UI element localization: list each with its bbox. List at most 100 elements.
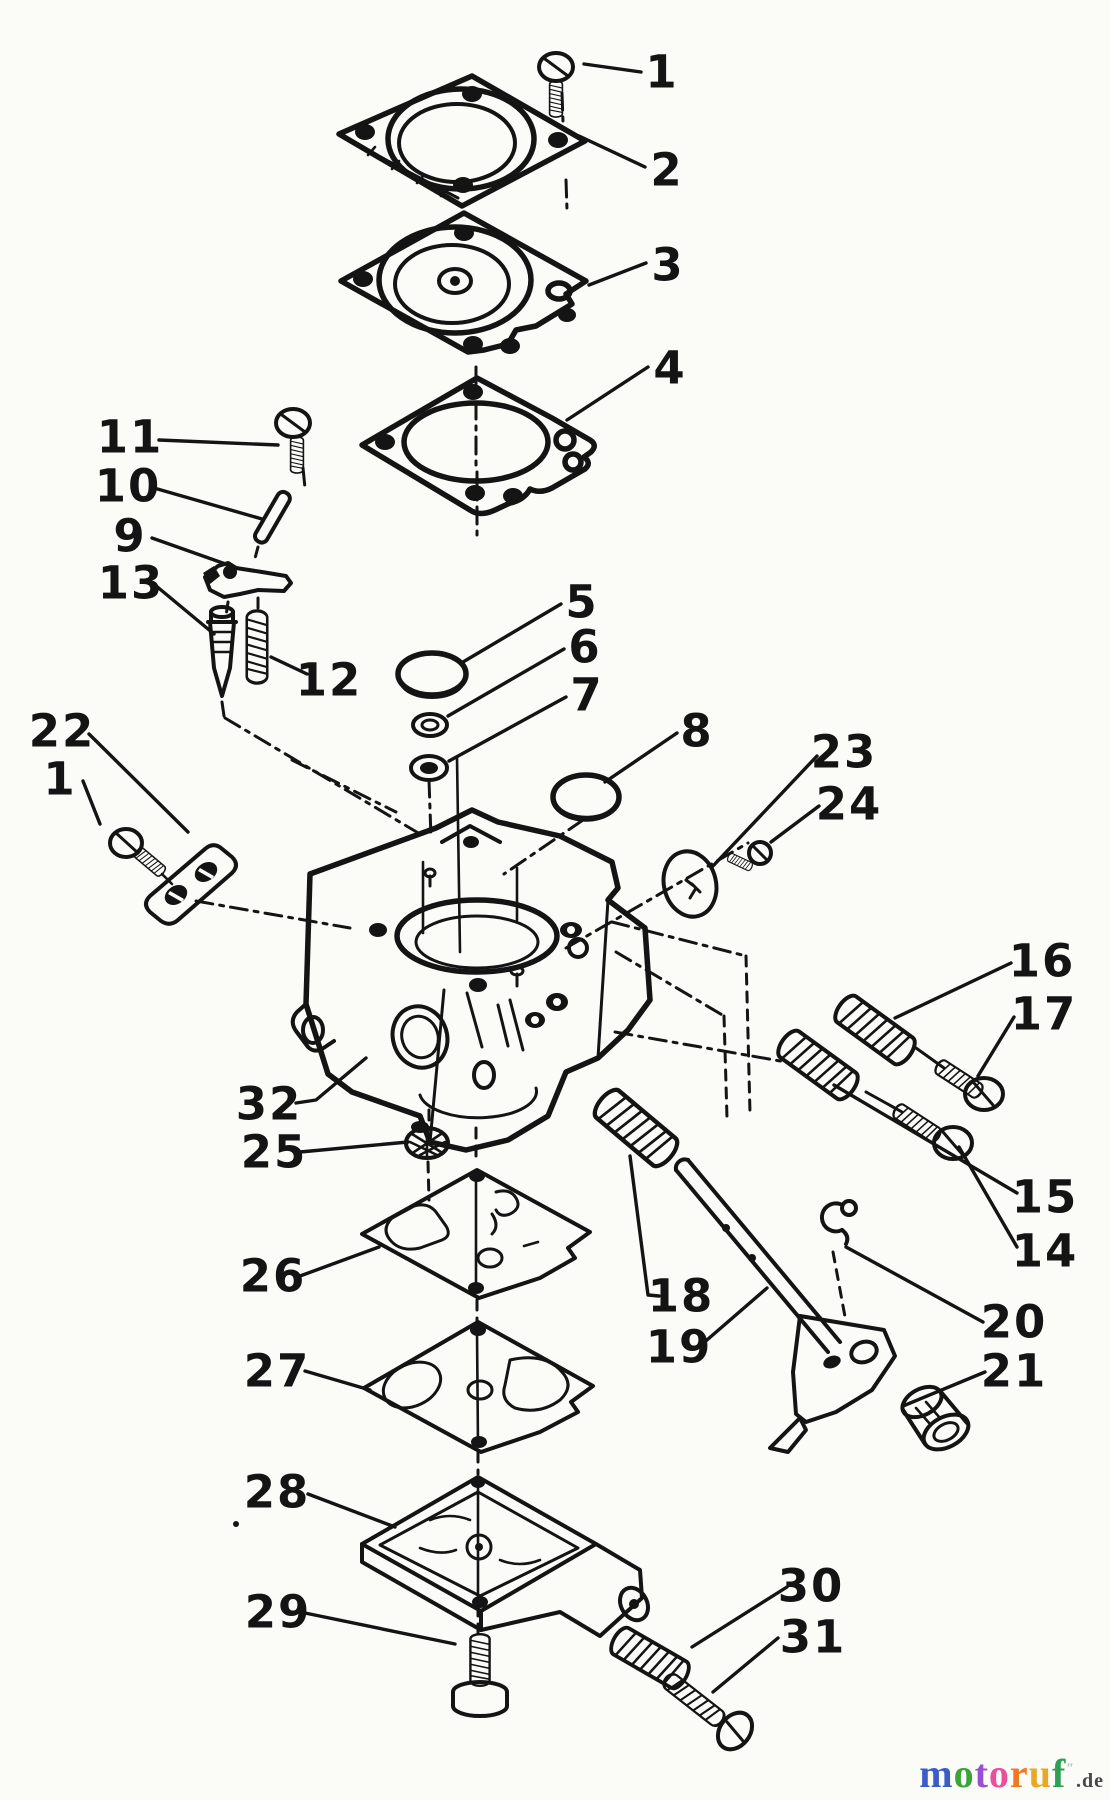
callout-leader-2-1: [577, 134, 647, 169]
part-11-screw: [274, 407, 312, 474]
callout-label-14-13: 14: [1012, 1225, 1079, 1278]
part-20-clip: [819, 1199, 858, 1246]
callout-leader-4-3: [565, 365, 650, 422]
part-14-adjust-screw: [864, 1090, 974, 1161]
callout-leader-23-22: [711, 754, 819, 868]
callout-label-24-23: 24: [816, 778, 883, 831]
callout-leader-7-6: [447, 695, 568, 763]
watermark-motoruf: motoruf″.de: [919, 1754, 1104, 1794]
callout-label-1-0: 1: [645, 46, 678, 99]
callout-leader-28-27: [306, 1492, 397, 1529]
speck: [233, 1521, 239, 1527]
callout-leader-18-17: [628, 1154, 661, 1298]
watermark-letter: m: [919, 1751, 954, 1796]
callout-leader-27-26: [303, 1369, 372, 1392]
callout-label-21-20: 21: [981, 1345, 1048, 1398]
callout-label-8-7: 8: [680, 705, 713, 758]
callout-label-30-29: 30: [778, 1560, 845, 1613]
callout-leader-1-32: [81, 779, 102, 826]
callout-label-10-9: 10: [95, 460, 162, 513]
part-28-pump-body: [360, 1475, 650, 1638]
part-15-spring: [774, 1027, 862, 1103]
callout-label-9-8: 9: [113, 510, 146, 563]
part-13-inlet-needle: [206, 605, 238, 698]
callout-label-11-10: 11: [97, 411, 164, 464]
callout-leader-1-0: [582, 62, 643, 74]
callout-label-6-5: 6: [568, 621, 601, 674]
callout-leader-6-5: [446, 647, 566, 718]
part-12-metering-spring: [245, 609, 269, 685]
callout-leader-12-11: [269, 655, 309, 676]
callout-leader-29-28: [303, 1611, 457, 1646]
callout-leader-9-8: [150, 536, 236, 569]
watermark-letter: r: [1009, 1751, 1029, 1796]
callout-label-31-30: 31: [780, 1611, 847, 1664]
callout-leader-25-24: [298, 1140, 410, 1154]
callout-label-13-12: 13: [98, 557, 165, 610]
callout-label-2-1: 2: [650, 144, 683, 197]
watermark-letter: o: [953, 1751, 975, 1796]
part-29-pump-screw: [451, 1632, 509, 1718]
callout-label-16-15: 16: [1009, 935, 1076, 988]
callout-leader-16-15: [893, 961, 1013, 1020]
callout-leader-11-10: [157, 438, 280, 447]
part-4-gasket: [359, 375, 597, 517]
callout-label-18-17: 18: [648, 1270, 715, 1323]
callout-leader-31-30: [711, 1636, 780, 1694]
part-2-cover-plate: [336, 73, 588, 209]
watermark-letter: u: [1028, 1751, 1052, 1796]
callout-label-19-18: 19: [646, 1321, 713, 1374]
callout-label-23-22: 23: [811, 726, 878, 779]
callout-label-28-27: 28: [244, 1466, 311, 1519]
callout-leader-17-16: [976, 1015, 1016, 1078]
watermark-tick: ″: [1066, 1761, 1075, 1777]
callout-leader-24-23: [769, 804, 821, 844]
callout-label-15-14: 15: [1012, 1171, 1079, 1224]
part-32-carburetor-body: [290, 807, 653, 1153]
callout-label-25-24: 25: [241, 1126, 308, 1179]
part-16-spring: [831, 992, 919, 1068]
callout-label-27-26: 27: [244, 1345, 311, 1398]
callout-leader-26-25: [298, 1245, 381, 1278]
callout-label-32-31: 32: [236, 1078, 303, 1131]
callout-label-7-6: 7: [570, 669, 603, 722]
part-25-inlet-screen: [404, 1126, 450, 1160]
watermark-suffix: .de: [1076, 1770, 1104, 1792]
part-3-diaphragm: [338, 210, 589, 355]
callout-label-26-25: 26: [240, 1250, 307, 1303]
part-9-metering-lever: [203, 561, 293, 599]
callout-leader-19-18: [698, 1286, 769, 1348]
callout-label-5-4: 5: [565, 576, 598, 629]
part-18-throttle-spring: [590, 1085, 682, 1170]
part-1-screw-top: [537, 51, 575, 118]
callout-leader-10-9: [152, 486, 264, 521]
callout-leader-15-14: [832, 1083, 1019, 1195]
callout-leader-32-31: [294, 1056, 368, 1105]
watermark-letter: f: [1051, 1751, 1067, 1796]
callout-label-12-11: 12: [296, 654, 363, 707]
callout-label-22-21: 22: [29, 705, 96, 758]
part-10-pivot-pin: [253, 489, 292, 545]
callout-leader-5-4: [461, 602, 563, 664]
callout-label-29-28: 29: [245, 1586, 312, 1639]
part-26-metering-diaphragm: [360, 1168, 592, 1300]
part-8-welch-plug: [550, 772, 622, 822]
part-6-washer: [411, 712, 449, 738]
callout-label-4-3: 4: [653, 342, 686, 395]
part-1-screw-left: [108, 827, 174, 886]
callout-leader-8-7: [603, 731, 679, 784]
watermark-letter: o: [988, 1751, 1010, 1796]
part-17-adjust-screw: [914, 1046, 1005, 1112]
callout-label-20-19: 20: [981, 1296, 1048, 1349]
watermark-letter: t: [974, 1751, 989, 1796]
callout-leader-30-29: [690, 1585, 789, 1649]
part-31-idle-screw: [659, 1669, 755, 1752]
callout-label-17-16: 17: [1011, 988, 1078, 1041]
centerlines: [194, 91, 848, 1640]
callout-label-1-32: 1: [43, 753, 76, 806]
part-7-grommet: [409, 754, 449, 782]
part-22-swivel-bracket: [144, 843, 238, 926]
